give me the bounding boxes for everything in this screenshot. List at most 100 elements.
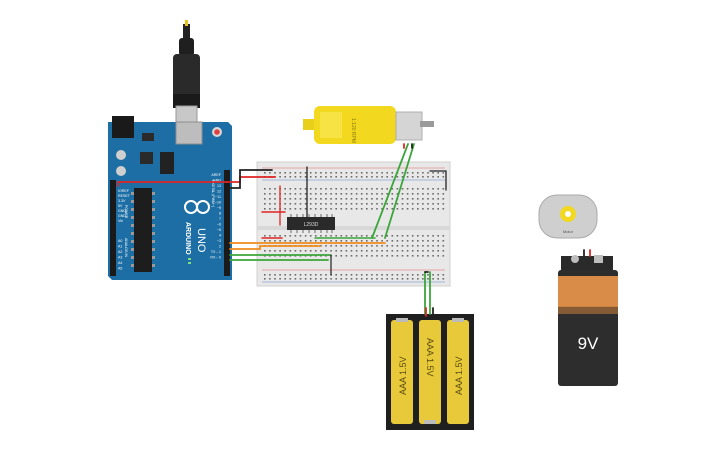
breadboard-hole[interactable] [422,235,424,237]
breadboard-hole[interactable] [371,274,373,276]
breadboard-hole[interactable] [269,240,271,242]
breadboard-hole[interactable] [355,274,358,276]
breadboard-hole[interactable] [309,188,312,190]
breadboard-hole[interactable] [264,240,266,242]
breadboard-hole[interactable] [340,240,343,242]
breadboard-hole[interactable] [401,245,404,247]
breadboard-hole[interactable] [427,278,429,280]
breadboard-hole[interactable] [396,255,399,257]
breadboard-hole[interactable] [350,188,353,190]
breadboard-hole[interactable] [335,240,337,242]
breadboard-hole[interactable] [432,203,434,205]
breadboard-hole[interactable] [320,172,322,174]
breadboard-hole[interactable] [366,176,368,178]
breadboard-hole[interactable] [345,250,348,252]
breadboard-hole[interactable] [294,193,297,195]
breadboard-hole[interactable] [401,193,404,195]
breadboard-hole[interactable] [406,208,409,210]
usb-cable[interactable] [173,20,200,137]
breadboard-hole[interactable] [376,172,378,174]
breadboard-hole[interactable] [315,235,317,237]
breadboard-hole[interactable] [284,235,286,237]
breadboard-hole[interactable] [299,274,302,276]
breadboard-hole[interactable] [386,172,388,174]
breadboard-hole[interactable] [345,245,348,247]
breadboard-hole[interactable] [360,198,363,200]
breadboard-hole[interactable] [340,188,343,190]
breadboard-hole[interactable] [320,188,322,190]
breadboard-hole[interactable] [360,193,363,195]
breadboard-hole[interactable] [269,193,271,195]
breadboard-hole[interactable] [345,198,348,200]
breadboard-hole[interactable] [437,274,439,276]
breadboard-hole[interactable] [315,203,317,205]
wire-black-gnd[interactable] [229,169,273,189]
breadboard-hole[interactable] [309,172,312,174]
breadboard-hole[interactable] [381,235,383,237]
breadboard-hole[interactable] [386,245,388,247]
breadboard-hole[interactable] [340,278,343,280]
breadboard-hole[interactable] [442,245,445,247]
breadboard-hole[interactable] [269,188,271,190]
breadboard-hole[interactable] [437,208,439,210]
breadboard-hole[interactable] [340,176,343,178]
breadboard-hole[interactable] [274,193,276,195]
breadboard-hole[interactable] [427,176,429,178]
breadboard-hole[interactable] [427,274,429,276]
breadboard-hole[interactable] [396,188,399,190]
breadboard-hole[interactable] [386,274,388,276]
dc-motor[interactable]: Motor [538,194,598,239]
breadboard-hole[interactable] [330,193,332,195]
breadboard-hole[interactable] [406,193,409,195]
breadboard-hole[interactable] [437,250,439,252]
breadboard-hole[interactable] [304,172,307,174]
arduino-uno-board[interactable]: ARDUINO UNO DIGITAL (PWM~) POWER ANALOG … [108,116,232,280]
breadboard-hole[interactable] [335,245,337,247]
breadboard-hole[interactable] [422,274,424,276]
breadboard-hole[interactable] [304,203,307,205]
breadboard-hole[interactable] [269,274,271,276]
breadboard-hole[interactable] [406,278,409,280]
breadboard-hole[interactable] [345,278,348,280]
breadboard-hole[interactable] [391,198,394,200]
breadboard-hole[interactable] [355,198,358,200]
breadboard-hole[interactable] [355,250,358,252]
breadboard-hole[interactable] [340,245,343,247]
breadboard-hole[interactable] [335,203,337,205]
breadboard-hole[interactable] [406,250,409,252]
breadboard-hole[interactable] [289,235,292,237]
breadboard-hole[interactable] [284,198,286,200]
breadboard-hole[interactable] [432,235,434,237]
breadboard-hole[interactable] [294,172,297,174]
breadboard-hole[interactable] [294,278,297,280]
breadboard-hole[interactable] [274,250,276,252]
breadboard-hole[interactable] [422,245,424,247]
breadboard-hole[interactable] [411,278,414,280]
breadboard-hole[interactable] [330,235,332,237]
breadboard-hole[interactable] [376,278,378,280]
breadboard-hole[interactable] [274,172,276,174]
breadboard-hole[interactable] [340,208,343,210]
breadboard-hole[interactable] [366,193,368,195]
breadboard-hole[interactable] [386,255,388,257]
breadboard-hole[interactable] [304,240,307,242]
breadboard-hole[interactable] [427,193,429,195]
breadboard-hole[interactable] [406,245,409,247]
breadboard-hole[interactable] [320,278,322,280]
breadboard-hole[interactable] [391,193,394,195]
breadboard-hole[interactable] [289,240,292,242]
breadboard-hole[interactable] [391,255,394,257]
breadboard-hole[interactable] [309,176,312,178]
breadboard-hole[interactable] [279,176,281,178]
breadboard-hole[interactable] [360,274,363,276]
breadboard-hole[interactable] [417,245,419,247]
breadboard-hole[interactable] [269,172,271,174]
battery-terminal[interactable] [594,255,603,263]
breadboard-hole[interactable] [427,198,429,200]
breadboard-hole[interactable] [427,235,429,237]
breadboard-hole[interactable] [406,172,409,174]
breadboard-hole[interactable] [264,172,266,174]
breadboard-hole[interactable] [325,208,327,210]
breadboard-hole[interactable] [411,274,414,276]
breadboard-hole[interactable] [411,250,414,252]
